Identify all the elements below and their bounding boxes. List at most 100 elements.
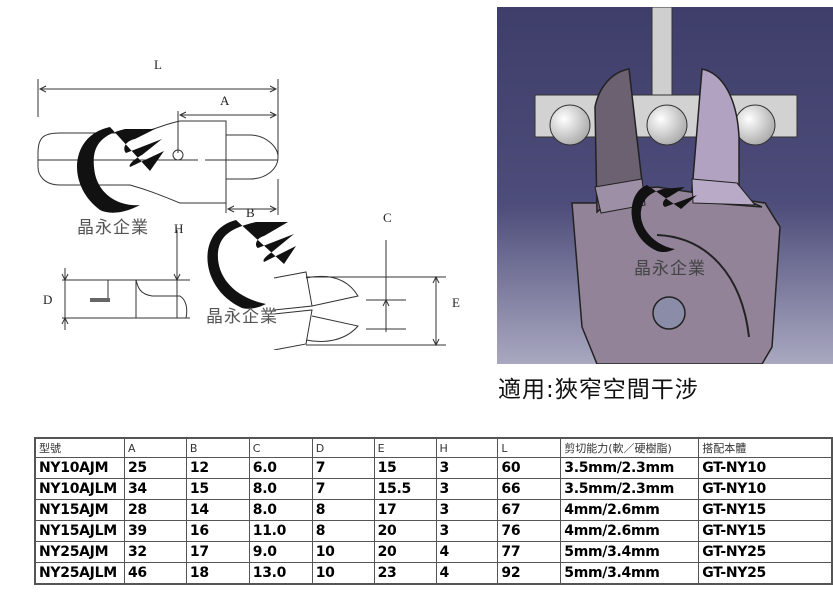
cell-cutting-capacity: 3.5mm/2.3mm [560, 478, 700, 500]
cell-b: 15 [185, 478, 250, 500]
header-l: L [497, 437, 562, 458]
dim-label-E: E [452, 295, 460, 310]
cell-e: 15.5 [373, 478, 437, 500]
pivot-hole [652, 296, 686, 330]
cell-l: 67 [497, 499, 562, 521]
dim-label-A: A [220, 93, 230, 108]
render-svg [497, 7, 833, 364]
cell-h: 4 [435, 562, 499, 585]
cell-h: 3 [435, 478, 499, 500]
table-row: NY25AJM 32 17 9.0 10 20 4 77 5mm/3.4mm G… [34, 541, 833, 563]
cell-e: 20 [373, 541, 437, 563]
dim-label-C: C [383, 210, 392, 225]
header-d: D [311, 437, 375, 458]
cell-d: 10 [311, 541, 375, 563]
cell-c: 11.0 [248, 520, 313, 542]
cell-b: 18 [185, 562, 250, 585]
dim-label-H: H [174, 221, 184, 236]
header-model: 型號 [34, 437, 125, 458]
cell-cutting-capacity: 5mm/3.4mm [560, 541, 700, 563]
cell-model: NY10AJM [34, 457, 125, 479]
cell-model: NY15AJM [34, 499, 125, 521]
cell-d: 7 [311, 457, 375, 479]
dim-label-L: L [154, 57, 162, 72]
cell-b: 16 [185, 520, 250, 542]
cell-a: 34 [123, 478, 187, 500]
table-row: NY25AJLM 46 18 13.0 10 23 4 92 5mm/3.4mm… [34, 562, 833, 585]
dim-label-D: D [43, 292, 53, 307]
cell-h: 3 [435, 520, 499, 542]
table-row: NY15AJM 28 14 8.0 8 17 3 67 4mm/2.6mm GT… [34, 499, 833, 521]
cell-model: NY15AJLM [34, 520, 125, 542]
table-header-row: 型號 A B C D E H L 剪切能力(軟／硬樹脂) 搭配本體 [34, 437, 833, 458]
side-view-drawing: H D [40, 218, 200, 338]
spec-table: 型號 A B C D E H L 剪切能力(軟／硬樹脂) 搭配本體 NY10AJ… [34, 437, 833, 585]
cell-a: 28 [123, 499, 187, 521]
cell-c: 13.0 [248, 562, 313, 585]
watermark-text: 晶永企業 [77, 218, 149, 238]
watermark-text: 晶永企業 [634, 259, 706, 279]
cell-compatible-body: GT-NY25 [698, 541, 833, 563]
cell-compatible-body: GT-NY10 [698, 478, 833, 500]
cell-compatible-body: GT-NY15 [698, 499, 833, 521]
table-row: NY10AJLM 34 15 8.0 7 15.5 3 66 3.5mm/2.3… [34, 478, 833, 500]
logo-mark-icon [77, 127, 164, 213]
cell-compatible-body: GT-NY15 [698, 520, 833, 542]
cell-l: 92 [497, 562, 562, 585]
cell-e: 20 [373, 520, 437, 542]
cell-l: 77 [497, 541, 562, 563]
cell-a: 25 [123, 457, 187, 479]
cell-h: 3 [435, 499, 499, 521]
cell-cutting-capacity: 4mm/2.6mm [560, 520, 700, 542]
rod [651, 7, 673, 100]
cell-compatible-body: GT-NY25 [698, 562, 833, 585]
cell-c: 8.0 [248, 499, 313, 521]
cell-h: 4 [435, 541, 499, 563]
front-view-drawing: C E 晶永企業 [196, 200, 486, 350]
logo-mark-icon [631, 185, 697, 253]
cell-cutting-capacity: 3.5mm/2.3mm [560, 457, 700, 479]
table-row: NY10AJM 25 12 6.0 7 15 3 60 3.5mm/2.3mm … [34, 457, 833, 479]
cell-d: 8 [311, 499, 375, 521]
cell-b: 14 [185, 499, 250, 521]
cell-h: 3 [435, 457, 499, 479]
product-render-image: 晶永企業 [497, 7, 833, 364]
cell-model: NY25AJM [34, 541, 125, 563]
table-row: NY15AJLM 39 16 11.0 8 20 3 76 4mm/2.6mm … [34, 520, 833, 542]
header-compatible-body: 搭配本體 [698, 437, 833, 458]
dim-label-B: B [246, 205, 255, 220]
top-view-drawing: L A B 晶永企業 [30, 55, 290, 238]
cell-a: 32 [123, 541, 187, 563]
logo-mark-icon [207, 220, 296, 309]
cell-model: NY10AJLM [34, 478, 125, 500]
cell-compatible-body: GT-NY10 [698, 457, 833, 479]
cell-cutting-capacity: 5mm/3.4mm [560, 562, 700, 585]
cell-c: 6.0 [248, 457, 313, 479]
side-view-svg [61, 230, 190, 330]
front-view-svg [207, 220, 446, 350]
header-e: E [373, 437, 437, 458]
cell-d: 8 [311, 520, 375, 542]
header-h: H [435, 437, 499, 458]
cell-d: 7 [311, 478, 375, 500]
cell-a: 46 [123, 562, 187, 585]
cell-b: 17 [185, 541, 250, 563]
cell-a: 39 [123, 520, 187, 542]
cell-l: 66 [497, 478, 562, 500]
cell-cutting-capacity: 4mm/2.6mm [560, 499, 700, 521]
top-view-svg [37, 79, 279, 215]
cell-l: 76 [497, 520, 562, 542]
header-c: C [248, 437, 313, 458]
cell-e: 23 [373, 562, 437, 585]
watermark-text: 晶永企業 [206, 307, 278, 327]
blade-left [594, 68, 643, 214]
cell-e: 17 [373, 499, 437, 521]
application-caption: 適用:狹窄空間干涉 [498, 377, 699, 403]
cell-l: 60 [497, 457, 562, 479]
cell-b: 12 [185, 457, 250, 479]
cell-c: 8.0 [248, 478, 313, 500]
header-b: B [185, 437, 250, 458]
cell-e: 15 [373, 457, 437, 479]
cell-d: 10 [311, 562, 375, 585]
cell-model: NY25AJLM [34, 562, 125, 585]
